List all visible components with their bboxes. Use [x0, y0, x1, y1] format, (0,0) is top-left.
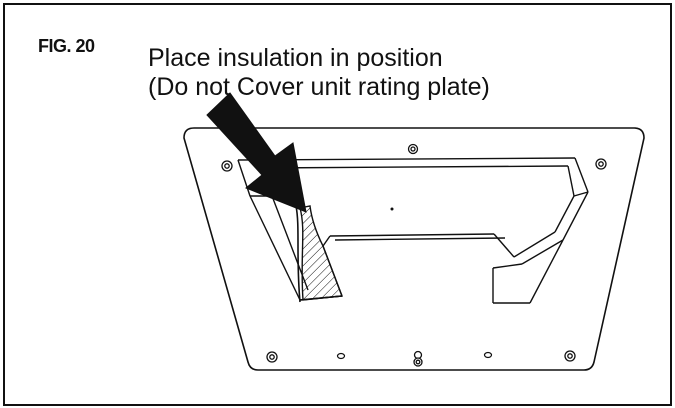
screw-hole-bottom-left [266, 351, 278, 363]
insulation-piece [295, 205, 343, 303]
screw-hole-top-center [407, 143, 419, 155]
arrow-pointer-icon [206, 92, 307, 213]
center-marker [390, 207, 394, 211]
caption-line-2: (Do not Cover unit rating plate) [148, 73, 490, 101]
screw-hole-top-right [595, 158, 607, 170]
figure-label: FIG. 20 [38, 36, 95, 56]
small-holes [336, 351, 493, 360]
screw-holes [221, 143, 607, 367]
figure-caption: Place insulation in position (Do not Cov… [148, 44, 490, 102]
screw-hole-bottom-center [413, 350, 423, 367]
screw-hole-bottom-right [564, 350, 576, 362]
caption-line-1: Place insulation in position [148, 44, 443, 72]
screw-hole-top-left [221, 160, 233, 172]
